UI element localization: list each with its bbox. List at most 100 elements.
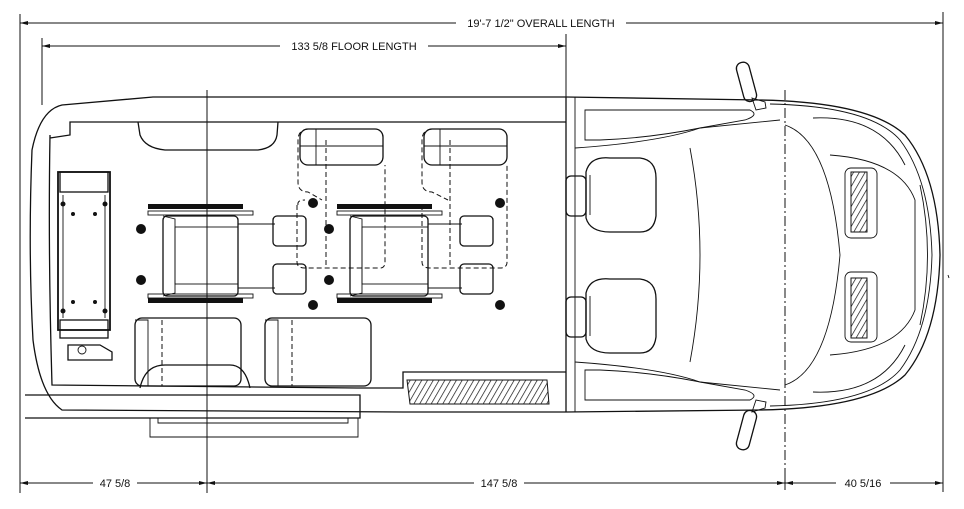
arrow-left-icon	[785, 481, 793, 485]
lift-bottom-bracket	[59, 319, 109, 339]
door-pocket-bottom	[584, 369, 755, 401]
lift-platform-edge	[149, 418, 359, 438]
bolt-icon	[71, 300, 75, 304]
wheel-well-bottom	[139, 364, 251, 389]
fold-away-seat-1	[296, 128, 386, 269]
tie-down-track	[337, 298, 432, 303]
vent-grille-top	[850, 171, 868, 233]
seat-back	[565, 175, 587, 217]
side-mirror-left	[735, 61, 767, 111]
seat-cushion	[585, 278, 657, 354]
wheelchair-position-2	[308, 198, 505, 310]
wheel-well-top	[137, 121, 279, 151]
bolt-icon	[60, 308, 66, 314]
bolt-icon	[93, 300, 97, 304]
wheelchair-back	[349, 215, 363, 297]
anchor-point-icon	[308, 300, 318, 310]
lift-platform-inner	[157, 418, 349, 424]
anchor-point-icon	[136, 275, 146, 285]
fold-seat-deployed-outline	[296, 128, 386, 269]
arrow-right-icon	[777, 481, 785, 485]
rear-bench-seat-1	[134, 317, 251, 389]
side-step	[406, 379, 550, 405]
wheelchair-position-1	[136, 204, 307, 303]
arrow-left-icon	[42, 44, 50, 48]
label-bg	[474, 476, 524, 490]
fold-seat-deployed-outline	[421, 128, 508, 269]
seat-cushion	[423, 128, 508, 166]
vent-bottom	[844, 271, 878, 343]
overall-length-dimension: 19'-7 1/2" OVERALL LENGTH	[19, 12, 944, 492]
arrow-right-icon	[935, 481, 943, 485]
tie-down-track	[337, 204, 432, 209]
footrest-right	[272, 263, 307, 295]
footrest-left	[272, 215, 307, 247]
mirror-housing	[735, 61, 758, 103]
mirror-housing	[735, 409, 758, 451]
fold-away-seat-2	[421, 128, 508, 269]
overall-length-label: 19'-7 1/2" OVERALL LENGTH	[467, 18, 614, 30]
arrow-left-icon	[20, 21, 28, 25]
fender-top	[812, 117, 906, 166]
track-rail	[336, 293, 443, 299]
footrest-right	[459, 263, 494, 295]
side-mirror-right	[735, 399, 767, 451]
label-bg	[93, 476, 137, 490]
anchor-point-icon	[495, 300, 505, 310]
rear-bench-seat-2	[264, 317, 372, 387]
door-pocket-top	[584, 109, 755, 141]
floor-length-dimension: 133 5/8 FLOOR LENGTH	[41, 34, 567, 105]
tie-down-track	[148, 204, 243, 209]
bolt-icon	[93, 212, 97, 216]
pump-motor-icon	[77, 345, 87, 355]
drawing-mark	[947, 274, 950, 279]
mirror-mount	[751, 97, 767, 111]
seat-back	[565, 296, 587, 338]
seat-back	[265, 319, 279, 386]
arrow-right-icon	[935, 21, 943, 25]
rear-step	[25, 394, 361, 419]
anchor-point-icon	[308, 198, 318, 208]
lift-top-bracket	[59, 171, 109, 193]
hood-panel	[829, 154, 916, 356]
anchor-point-icon	[495, 198, 505, 208]
seat-cushion	[299, 128, 384, 166]
front-overhang-label: 40 5/16	[845, 478, 882, 490]
seat-cushion	[264, 317, 372, 387]
vehicle-body	[25, 90, 786, 470]
seat-cushion	[134, 317, 242, 387]
arrow-right-icon	[558, 44, 566, 48]
floor-length-label: 133 5/8 FLOOR LENGTH	[291, 41, 416, 53]
bolt-icon	[71, 212, 75, 216]
wheelchair-cushion	[174, 226, 239, 285]
dash-line-top	[574, 119, 781, 149]
hood-curve	[784, 124, 841, 386]
track-rail	[147, 210, 254, 216]
label-bg	[280, 38, 428, 53]
label-bg	[836, 476, 890, 490]
grille	[919, 184, 928, 326]
wheelbase-label: 147 5/8	[481, 478, 518, 490]
seat-back	[135, 319, 149, 386]
bolt-icon	[102, 201, 108, 207]
wheelchair-back	[162, 215, 176, 297]
seat-cushion	[585, 157, 657, 233]
anchor-point-icon	[136, 224, 146, 234]
rear-overhang-label: 47 5/8	[100, 478, 131, 490]
arrow-left-icon	[207, 481, 215, 485]
wheelchair-cushion	[361, 226, 429, 285]
track-rail	[147, 293, 254, 299]
lift-pump	[67, 344, 113, 361]
arrow-right-icon	[199, 481, 207, 485]
floor-outline	[48, 121, 566, 389]
cab-outline	[565, 96, 941, 413]
passenger-seat	[565, 278, 657, 354]
footrest-left	[459, 215, 494, 247]
bolt-icon	[102, 308, 108, 314]
vehicle-cab	[565, 96, 941, 413]
body-shell-outline	[29, 96, 566, 413]
lift-platform	[57, 171, 111, 331]
cab-outline-inner	[769, 103, 933, 407]
tie-down-track	[148, 298, 243, 303]
